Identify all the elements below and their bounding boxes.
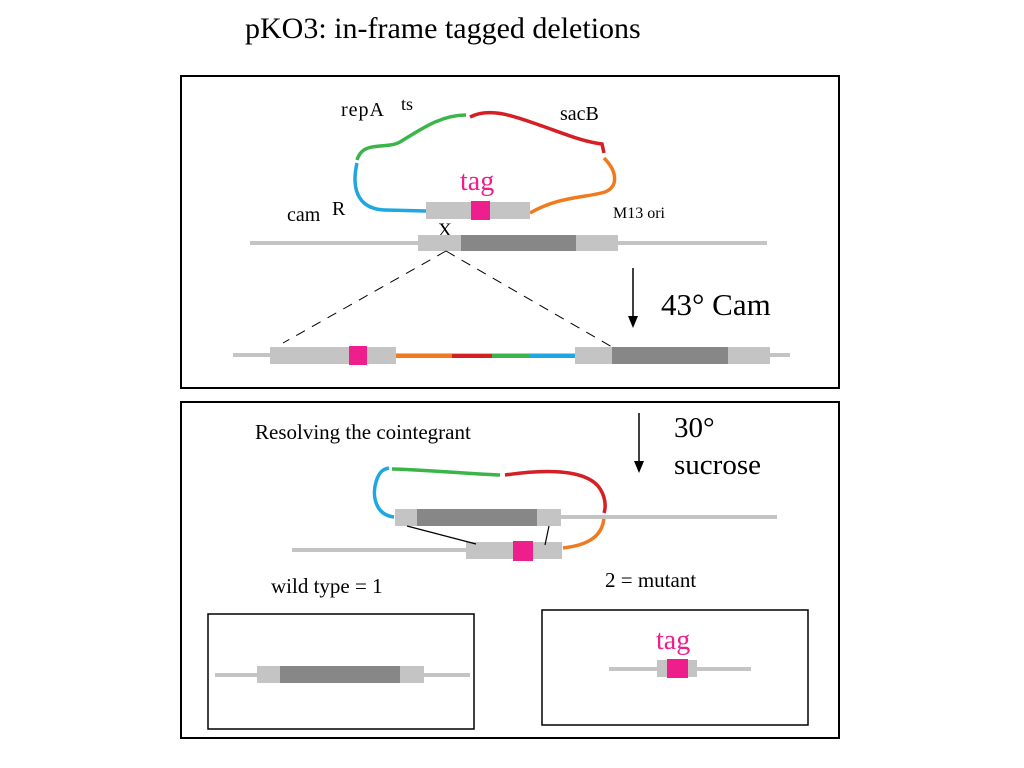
repA-superscript: ts — [401, 94, 413, 114]
loop-flank-left — [395, 509, 417, 526]
camR-label: cam — [287, 204, 321, 226]
repA-label: repA — [341, 99, 385, 121]
dashed-line-right — [445, 250, 613, 348]
bottom-panel-frame — [180, 401, 840, 739]
cointegrate-flank-right — [728, 347, 770, 364]
loop-repA-arc — [391, 467, 501, 477]
arrow-43cam-head — [628, 316, 638, 328]
sacB-label: sacB — [560, 103, 599, 125]
wild-type-flank-right — [400, 666, 424, 683]
m13ori-arc — [529, 156, 617, 215]
mutant-box — [541, 609, 809, 726]
sacB-arc — [469, 110, 606, 154]
outcome-mutant: 2 = mutant — [605, 568, 696, 592]
tag-box-mutant — [667, 659, 688, 678]
arrow-30sucrose-head — [634, 461, 644, 473]
wild-type-gene — [280, 666, 400, 683]
tag-label-plasmid: tag — [460, 166, 494, 197]
page-title: pKO3: in-frame tagged deletions — [245, 12, 641, 45]
tag-box-loop — [513, 541, 533, 561]
camR-arc — [353, 162, 427, 213]
wild-type-flank-left — [257, 666, 280, 683]
repA-arc — [355, 113, 467, 161]
step-label-43cam: 43° Cam — [661, 287, 771, 322]
m13ori-label: M13 ori — [613, 205, 666, 222]
loop-gene — [417, 509, 537, 526]
tag-box-cointegrate — [349, 346, 367, 365]
top-panel-frame — [180, 75, 840, 389]
dashed-line-left — [282, 250, 447, 344]
resolving-heading: Resolving the cointegrant — [255, 420, 471, 444]
cointegrate-flank-mid — [575, 347, 612, 364]
loop-camR-arc — [372, 466, 395, 519]
cointegrate-gene — [612, 347, 728, 364]
loop-m13ori-arc — [562, 516, 606, 550]
recombination-line-1 — [406, 525, 477, 545]
loop-flank-right — [537, 509, 561, 526]
cointegrate-flank-left — [270, 347, 396, 364]
chromosome-gene — [461, 235, 576, 251]
tag-label-mutant: tag — [656, 625, 690, 656]
chromosome-flank-right — [576, 235, 618, 251]
recombination-line-2 — [544, 525, 550, 546]
step-label-30: 30° — [674, 412, 715, 444]
step-label-sucrose: sucrose — [674, 449, 761, 481]
chromosome-flank-left — [418, 235, 461, 251]
loop-sacB-arc — [504, 469, 607, 514]
outcome-wild-type: wild type = 1 — [271, 574, 383, 598]
wild-type-box — [207, 613, 475, 730]
camR-superscript: R — [332, 198, 346, 220]
tag-box-plasmid — [471, 201, 490, 220]
